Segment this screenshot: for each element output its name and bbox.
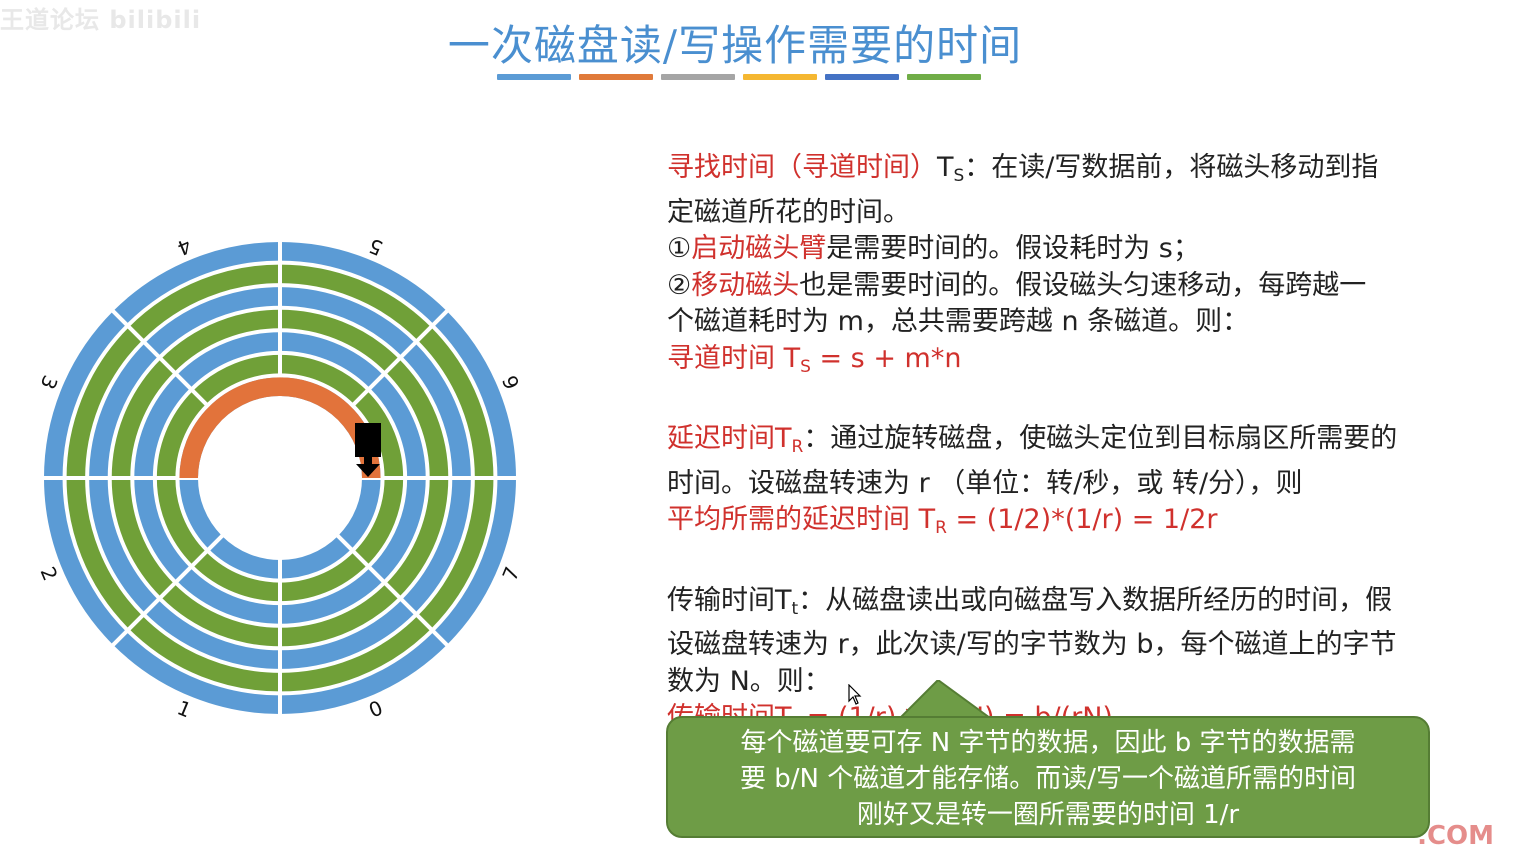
latency-label-sub: R	[791, 437, 804, 457]
seek-line-2: 定磁道所花的时间。	[667, 196, 910, 228]
transfer-label: 传输时间T	[667, 584, 792, 616]
seek-formula-sub: S	[800, 356, 811, 377]
sector-divider	[108, 533, 225, 650]
sector-label: 7	[497, 563, 524, 584]
watermark-bottom-right: .COM	[1417, 821, 1494, 851]
title-bar-2	[661, 74, 735, 80]
sector-divider	[108, 306, 225, 423]
item2-number: ②	[667, 269, 692, 301]
content-area: 寻找时间（寻道时间）TS：在读/写数据前，将磁头移动到指 定磁道所花的时间。 ①…	[667, 150, 1497, 745]
item2-text: 也是需要时间的。假设磁头匀速移动，每跨越一	[799, 269, 1367, 301]
disk-head-arrow-icon	[355, 423, 381, 477]
title-bar-1	[579, 74, 653, 80]
seek-item-2: ②移动磁头也是需要时间的。假设磁头匀速移动，每跨越一	[667, 268, 1497, 305]
item1-keyword: 启动磁头臂	[691, 233, 827, 264]
seek-formula: 寻道时间 TS = s + m*n	[667, 341, 1497, 386]
sector-label: 5	[365, 234, 386, 261]
mouse-cursor-icon	[848, 684, 862, 705]
seek-symbol: T	[937, 152, 954, 183]
seek-line-1: 寻找时间（寻道时间）TS：在读/写数据前，将磁头移动到指	[667, 150, 1497, 195]
callout-line-2: 要 b/N 个磁道才能存储。而读/写一个磁道所需的时间	[739, 764, 1356, 794]
watermark-top-left: 王道论坛 bilibili	[0, 6, 202, 34]
transfer-desc-1: ：从磁盘读出或向磁盘写入数据所经历的时间，假	[798, 584, 1393, 616]
latency-line-1: 延迟时间TR：通过旋转磁盘，使磁头定位到目标扇区所需要的	[667, 421, 1497, 466]
latency-line-2: 时间。设磁盘转速为 r （单位：转/秒，或 转/分），则	[667, 467, 1303, 499]
latency-formula-sub: R	[935, 518, 947, 538]
callout-tail	[900, 680, 994, 719]
title-bar-5	[907, 74, 981, 80]
title-color-bars	[497, 74, 981, 80]
sector-label: 4	[174, 234, 195, 261]
callout-line-1: 每个磁道要可存 N 字节的数据，因此 b 字节的数据需	[740, 728, 1356, 758]
title-bar-0	[497, 74, 571, 80]
callout-line-3: 刚好又是转一圈所需要的时间 1/r	[856, 800, 1240, 830]
sector-label: 2	[36, 563, 63, 584]
item1-number: ①	[667, 233, 692, 264]
latency-formula: 平均所需的延迟时间 TR = (1/2)*(1/r) = 1/2r	[667, 502, 1497, 547]
transfer-label-sub: t	[791, 598, 799, 619]
sector-label: 3	[36, 372, 63, 393]
transfer-line-1: 传输时间Tt：从磁盘读出或向磁盘写入数据所经历的时间，假	[667, 583, 1497, 628]
title-bar-4	[825, 74, 899, 80]
sector-divider	[335, 306, 452, 423]
latency-desc-1: ：通过旋转磁盘，使磁头定位到目标扇区所需要的	[803, 423, 1398, 454]
item2-keyword: 移动磁头	[691, 269, 800, 301]
sector-label: 1	[174, 695, 195, 722]
seek-item-1: ①启动磁头臂是需要时间的。假设耗时为 s；	[667, 231, 1497, 268]
seek-label: 寻找时间（寻道时间）	[667, 152, 937, 183]
callout-box: 每个磁道要可存 N 字节的数据，因此 b 字节的数据需 要 b/N 个磁道才能存…	[666, 716, 1430, 838]
item1-text: 是需要时间的。假设耗时为 s；	[826, 233, 1200, 264]
seek-formula-expr: = s + m*n	[810, 342, 962, 374]
disk-diagram: 0 1 2 3 4 5 6 7	[36, 234, 525, 723]
title-bar-3	[743, 74, 817, 80]
seek-desc-1: ：在读/写数据前，将磁头移动到指	[964, 152, 1379, 183]
transfer-line-2: 设磁盘转速为 r，此次读/写的字节数为 b，每个磁道上的字节	[667, 629, 1397, 660]
transfer-line-3: 数为 N。则：	[667, 665, 831, 697]
seek-arc	[179, 377, 381, 479]
seek-item-2-cont: 个磁道耗时为 m，总共需要跨越 n 条磁道。则：	[667, 306, 1250, 337]
sector-label: 6	[497, 372, 524, 393]
latency-formula-label: 平均所需的延迟时间 T	[667, 504, 936, 535]
slide-title: 一次磁盘读/写操作需要的时间	[447, 21, 1023, 70]
latency-formula-expr: = (1/2)*(1/r) = 1/2r	[946, 504, 1218, 535]
latency-label: 延迟时间T	[667, 423, 792, 454]
seek-formula-label: 寻道时间 T	[667, 342, 801, 374]
sector-label: 0	[365, 695, 386, 722]
sector-divider	[335, 533, 452, 650]
seek-symbol-sub: S	[953, 166, 965, 186]
sector-dividers	[40, 238, 520, 718]
